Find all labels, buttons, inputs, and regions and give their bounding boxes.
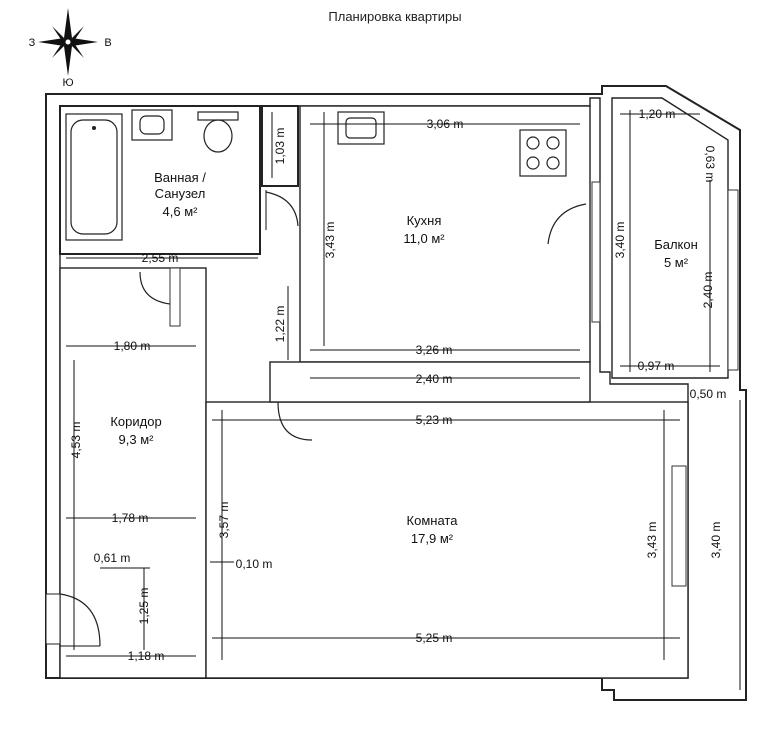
balcony	[611, 97, 739, 379]
dim-kitchen-small: 1,22 m	[273, 306, 287, 343]
sink-icon	[131, 109, 173, 141]
bathroom-name-line1: Ванная /	[154, 170, 206, 185]
dim-corridor-mid: 1,78 m	[112, 511, 149, 525]
kitchen-balcony-door[interactable]	[547, 203, 587, 245]
kitchen-name: Кухня	[407, 213, 442, 228]
passage	[269, 361, 591, 403]
entrance-door[interactable]	[59, 593, 101, 647]
bathroom	[59, 105, 299, 255]
bathroom-area: 4,6 м²	[163, 204, 199, 219]
dim-corridor-vert: 1,25 m	[137, 588, 151, 625]
corridor-bath-door[interactable]	[139, 271, 171, 305]
bath-door[interactable]	[265, 191, 299, 227]
bathroom-name-line2: Санузел	[155, 186, 206, 201]
dim-balcony-diag: 0,63 m	[703, 146, 717, 183]
dim-corridor-bottom: 1,18 m	[128, 649, 165, 663]
dimension-labels: 3,06 m 1,03 m 3,43 m 2,55 m 1,22 m 3,26 …	[69, 107, 726, 663]
dim-kitchen-height: 3,43 m	[323, 222, 337, 259]
dim-balcony-top: 1,20 m	[639, 107, 676, 121]
dim-room-left: 3,57 m	[217, 502, 231, 539]
dim-passage: 2,40 m	[416, 372, 453, 386]
kitchen-sink-icon	[337, 111, 385, 145]
dim-room-bottom: 5,25 m	[416, 631, 453, 645]
dim-corridor-small: 0,61 m	[94, 551, 131, 565]
room-name: Комната	[407, 513, 459, 528]
compass-south-label: Ю	[62, 77, 73, 89]
dim-bath-niche: 1,03 m	[273, 128, 287, 165]
dim-corridor-top: 1,80 m	[114, 339, 151, 353]
dim-bath-width: 2,55 m	[142, 251, 179, 265]
dim-balcony-height: 3,40 m	[613, 222, 627, 259]
dim-room-outer: 3,40 m	[709, 522, 723, 559]
main-room	[205, 361, 689, 679]
room-area: 17,9 м²	[411, 531, 454, 546]
dim-kitchen-bottom: 3,26 m	[416, 343, 453, 357]
kitchen-area: 11,0 м²	[403, 231, 445, 246]
stove-icon	[519, 129, 567, 177]
dim-balcony-bottom: 0,97 m	[638, 359, 675, 373]
bath-niche	[261, 105, 299, 187]
corridor-area: 9,3 м²	[119, 432, 155, 447]
dim-kitchen-top: 3,06 m	[427, 117, 464, 131]
kitchen	[299, 105, 601, 363]
corridor-name: Коридор	[110, 414, 161, 429]
bathtub-icon	[65, 113, 123, 241]
dim-room-top: 5,23 m	[416, 413, 453, 427]
corridor	[45, 267, 207, 679]
balcony-name: Балкон	[654, 237, 698, 252]
dim-room-gap: 0,10 m	[236, 557, 273, 571]
compass-west-label: З	[29, 37, 36, 49]
room-door[interactable]	[277, 401, 313, 441]
dim-corridor-height: 4,53 m	[69, 422, 83, 459]
dimension-lines	[66, 110, 741, 690]
balcony-area: 5 м²	[664, 255, 689, 270]
dim-balcony-edge: 0,50 m	[690, 387, 727, 401]
plan-title: Планировка квартиры	[328, 9, 461, 24]
dim-balcony-side: 2,40 m	[701, 272, 715, 309]
compass-east-label: В	[104, 37, 111, 49]
compass-icon	[38, 8, 98, 76]
dim-room-right: 3,43 m	[645, 522, 659, 559]
